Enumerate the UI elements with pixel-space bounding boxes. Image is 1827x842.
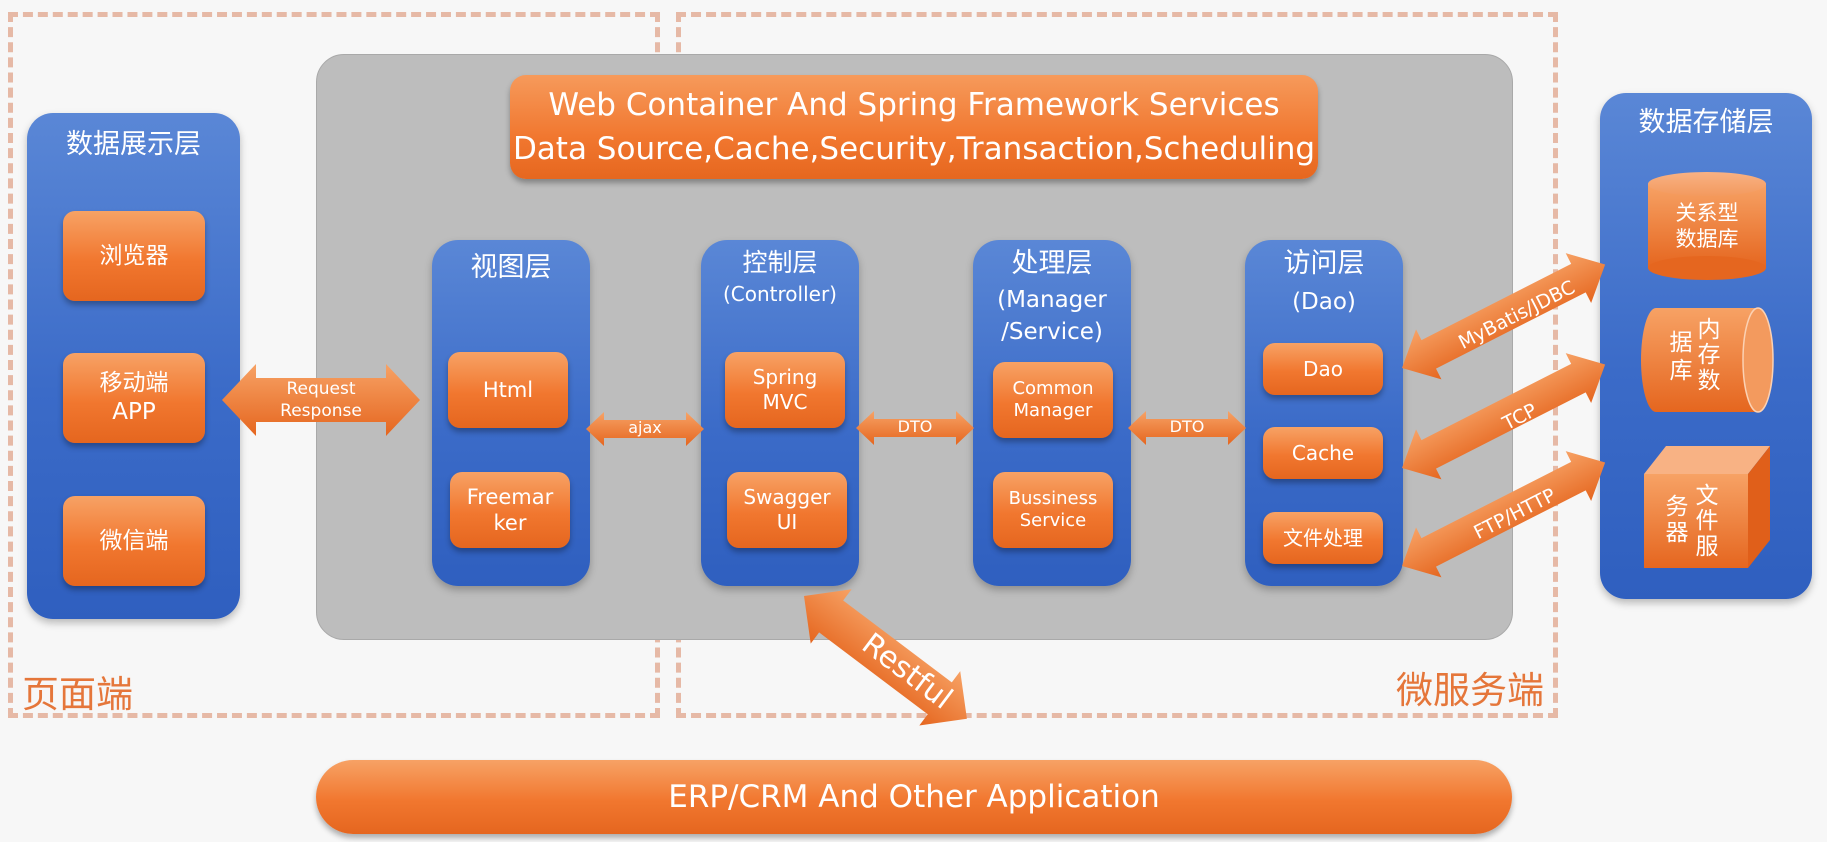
controller-layer-subtitle: (Controller) [723,282,837,306]
access-layer-title: 访问层 [1283,248,1365,279]
access-layer-column: 访问层 (Dao) Dao Cache 文件处理 [1245,240,1403,586]
processing-layer-subtitle: (Manager /Service) [997,287,1107,346]
browser-button[interactable]: 浏览器 [63,211,205,301]
memory-db-cylinder [1641,307,1774,413]
storage-layer-title: 数据存储层 [1638,107,1774,138]
microservice-region-label: 微服务端 [1396,669,1544,712]
dto-label-1: DTO [897,417,933,436]
processing-layer-title: 处理层 [1011,248,1093,279]
access-layer-subtitle: (Dao) [1292,289,1356,315]
erp-crm-bar[interactable]: ERP/CRM And Other Application [316,760,1512,834]
file-server-cube [1644,446,1770,568]
frontend-region-label: 页面端 [22,673,133,716]
restful-arrow [804,589,967,726]
freemarker-button[interactable]: Freemar ker [450,472,570,548]
ftp-http-arrow [1402,451,1606,578]
ajax-arrow [586,412,704,446]
erp-crm-label: ERP/CRM And Other Application [668,778,1160,815]
dto-label-2: DTO [1169,417,1205,436]
request-response-label: Request Response [280,379,362,421]
file-server-label-right: 文 件 服 [1695,483,1719,560]
presentation-layer-title: 数据展示层 [66,129,201,160]
request-response-arrow [222,364,420,436]
view-layer-column: 视图层 Html Freemar ker [432,240,590,586]
cache-button[interactable]: Cache [1263,427,1383,479]
presentation-layer-column: 数据展示层 浏览器 移动端 APP 微信端 [27,113,240,619]
processing-layer-column: 处理层 (Manager /Service) Common Manager Bu… [973,240,1131,586]
banner-line-2: Data Source,Cache,Security,Transaction,S… [512,131,1316,167]
memory-db-label-left: 据 库 [1669,330,1693,384]
spring-mvc-button[interactable]: Spring MVC [725,352,845,428]
common-manager-button[interactable]: Common Manager [993,362,1113,438]
swagger-ui-button[interactable]: Swagger UI [727,472,847,548]
dao-button[interactable]: Dao [1263,343,1383,395]
framework-services-banner: Web Container And Spring Framework Servi… [510,75,1318,179]
tcp-arrow [1402,353,1606,480]
ajax-label: ajax [628,418,662,437]
controller-layer-title: 控制层 [742,248,818,277]
view-layer-title: 视图层 [470,252,552,283]
wechat-button[interactable]: 微信端 [63,496,205,586]
controller-layer-column: 控制层 (Controller) Spring MVC Swagger UI [701,240,859,586]
business-service-button[interactable]: Bussiness Service [993,472,1113,548]
mobile-app-button[interactable]: 移动端 APP [63,353,205,443]
banner-line-1: Web Container And Spring Framework Servi… [548,87,1280,123]
dto-arrow-1 [856,411,974,445]
file-processing-button[interactable]: 文件处理 [1263,512,1383,564]
memory-db-label-right: 内 存 数 [1697,317,1721,394]
relational-db-label: 关系型 数据库 [1675,201,1739,252]
relational-db-cylinder [1648,172,1766,280]
file-server-label-left: 务 器 [1665,494,1689,547]
dto-arrow-2 [1128,411,1246,445]
html-button[interactable]: Html [448,352,568,428]
mybatis-jdbc-arrow [1402,253,1606,380]
